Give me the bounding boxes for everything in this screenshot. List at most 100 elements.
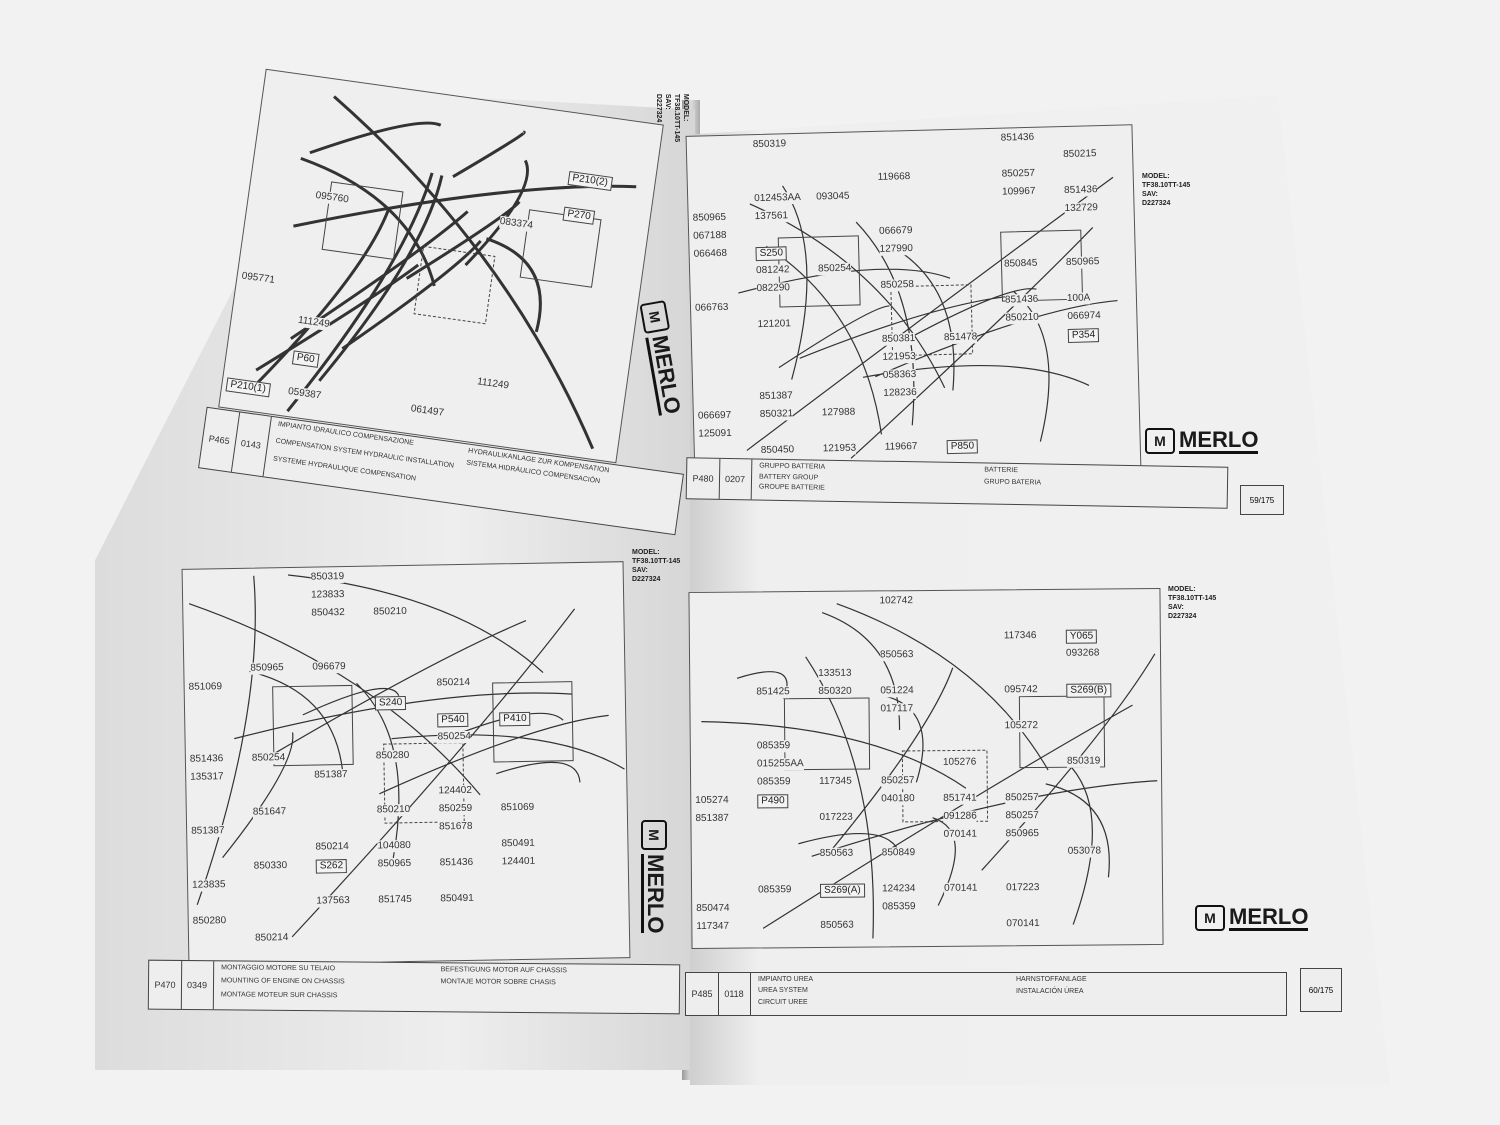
part-number-label: 850214 [315, 841, 349, 854]
table-code: P480 [686, 458, 721, 499]
title-translation: BEFESTIGUNG MOTOR AUF CHASSIS [440, 966, 567, 975]
title-translation: GRUPPO BATTERIA [759, 462, 826, 471]
title-translation: CIRCUIT UREE [758, 998, 808, 1006]
part-number-label: 105274 [695, 794, 729, 808]
page-number: 59/175 [1240, 485, 1284, 515]
part-number-label: 015255AA [756, 758, 804, 771]
part-number-label: 066974 [1067, 310, 1101, 323]
part-number-label: 850214 [436, 676, 471, 690]
part-number-label: 850849 [881, 847, 916, 860]
title-translation: HARNSTOFFANLAGE [1016, 976, 1087, 983]
model-label: MODEL: [1142, 173, 1170, 180]
part-number-label: 017223 [1005, 882, 1040, 895]
connector-code-box: P410 [499, 711, 531, 727]
part-number-label: 081242 [755, 264, 790, 278]
part-number-label: 117345 [819, 775, 852, 788]
part-number-label: 850450 [760, 444, 795, 458]
connector-code-box: P850 [946, 439, 979, 455]
table-code: P485 [686, 973, 719, 1015]
part-number-label: 085359 [882, 901, 916, 914]
sav-value: D227324 [632, 576, 661, 583]
part-number-label: 085359 [757, 776, 791, 789]
part-number-label: 066468 [693, 247, 728, 261]
part-number-label: 850563 [819, 847, 854, 860]
part-number-label: 851436 [1063, 184, 1098, 198]
part-number-label: 851387 [314, 769, 348, 782]
title-translation: UREA SYSTEM [758, 987, 808, 995]
merlo-emblem-icon: M [1195, 905, 1225, 931]
part-number-label: 851069 [500, 801, 535, 815]
part-number-label: 850563 [820, 919, 854, 932]
part-number-label: 135317 [190, 771, 224, 784]
connector-code-box: S250 [755, 246, 788, 262]
part-number-label: 850965 [1065, 256, 1100, 269]
part-number-label: 105272 [1004, 720, 1039, 733]
part-number-label: 117347 [696, 920, 730, 934]
drawing-ref: 0349 [180, 960, 215, 1010]
connector-code-box: S262 [315, 859, 348, 874]
part-number-label: 085359 [758, 884, 792, 897]
part-number-label: 850257 [1005, 810, 1039, 823]
part-number-label: 850215 [1063, 148, 1097, 162]
part-number-label: 091286 [943, 810, 977, 823]
part-number-label: 121953 [822, 442, 857, 456]
part-number-label: 851387 [759, 390, 793, 404]
part-number-label: 850320 [818, 685, 852, 698]
connector-code-box: S240 [374, 695, 407, 711]
title-translation: MONTAGE MOTEUR SUR CHASSIS [220, 990, 338, 999]
part-number-label: 066763 [694, 301, 729, 315]
part-number-label: 137563 [316, 895, 350, 908]
connector-code-box: Y065 [1065, 629, 1098, 644]
part-number-label: 096679 [312, 661, 346, 674]
connector-code-box: S269(B) [1066, 683, 1112, 698]
part-number-label: 851741 [943, 792, 977, 805]
part-number-label: 058363 [882, 368, 917, 382]
part-number-label: 127988 [821, 406, 856, 420]
part-number-label: 851647 [252, 806, 287, 819]
part-number-label: 850210 [1005, 311, 1039, 325]
sav-label: SAV: [632, 567, 648, 574]
part-number-label: 053078 [1067, 845, 1102, 858]
model-value: TF38.10TT-145 [1168, 595, 1217, 602]
part-number-label: 017223 [819, 811, 853, 824]
part-number-label: 085359 [756, 740, 791, 753]
title-translation: IMPIANTO UREA [758, 976, 814, 983]
part-number-label: 119667 [884, 440, 918, 454]
part-number-label: 850210 [373, 605, 407, 619]
part-number-label: 850259 [438, 802, 473, 816]
part-number-label: 850257 [1001, 167, 1036, 181]
model-value: TF38.10TT-145 [1142, 182, 1191, 189]
part-number-label: 095742 [1004, 684, 1038, 697]
part-number-label: 051224 [880, 685, 914, 698]
part-number-label: 850210 [376, 803, 411, 817]
part-number-label: 850432 [311, 607, 345, 620]
merlo-emblem-icon: M [641, 820, 667, 850]
exploded-view-drawing [253, 95, 637, 450]
part-number-label: 850254 [437, 730, 472, 744]
part-number-label: 851436 [439, 856, 474, 870]
part-number-label: 850257 [881, 775, 915, 788]
merlo-emblem-icon: M [1145, 428, 1175, 454]
part-number-label: 850319 [752, 138, 787, 152]
sav-value: D227324 [1168, 613, 1197, 620]
exploded-view-drawing [188, 574, 625, 938]
model-label: MODEL: [632, 549, 660, 556]
title-translation: GRUPO BATERIA [983, 478, 1042, 487]
part-number-label: 105276 [942, 756, 977, 769]
model-label: MODEL: [1168, 586, 1196, 593]
title-translation: BATTERIE [984, 466, 1019, 475]
part-number-label: 850258 [880, 278, 915, 292]
part-number-label: 850319 [310, 571, 345, 584]
part-number-label: 123833 [310, 589, 345, 602]
part-number-label: 070141 [1006, 918, 1040, 931]
part-number-label: 124401 [501, 855, 536, 869]
connector-code-box: S269(A) [820, 883, 865, 898]
title-translation: INSTALACIÓN ÚREA [1016, 988, 1084, 995]
part-number-label: 850254 [251, 752, 286, 765]
part-number-label: 850321 [759, 408, 794, 422]
